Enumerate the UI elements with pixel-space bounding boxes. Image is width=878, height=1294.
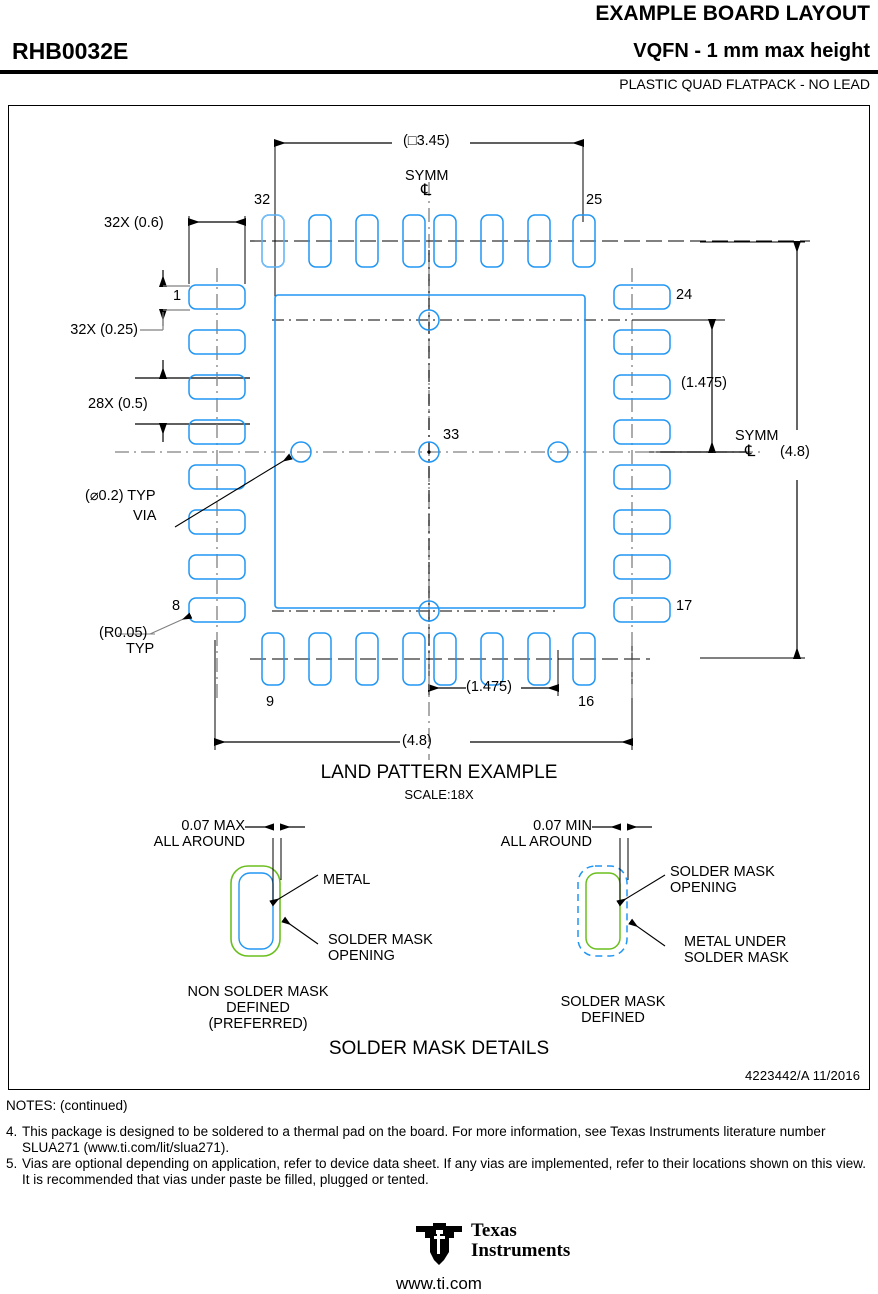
note-item: 5. Vias are optional depending on applic… [6, 1156, 872, 1188]
note-text: This package is designed to be soldered … [22, 1124, 826, 1155]
via-center-dot [427, 450, 431, 454]
ti-word-texas: Texas [471, 1220, 517, 1241]
page-title: EXAMPLE BOARD LAYOUT [595, 2, 870, 25]
dim-pad-length: 32X (0.6) [104, 215, 164, 231]
notes-section: NOTES: (continued) 4. This package is de… [6, 1098, 872, 1188]
package-title: VQFN - 1 mm max height [633, 40, 870, 62]
thermal-pad-33 [274, 294, 586, 609]
dim-overall-height: (4.8) [780, 444, 810, 460]
left-callout-solder-mask: SOLDER MASK [328, 932, 433, 948]
right-caption-line1: SOLDER MASK [560, 994, 666, 1010]
solder-mask-details-title: SOLDER MASK DETAILS [328, 1038, 550, 1059]
pin-label-9: 9 [266, 694, 275, 710]
right-clearance-allaround: ALL AROUND [500, 834, 592, 850]
non-solder-mask-defined-figure [230, 823, 319, 957]
pin-label-33: 33 [443, 427, 460, 443]
via-center-lines [272, 250, 700, 660]
pin-label-25: 25 [586, 192, 603, 208]
ti-texas-logo-icon [416, 1223, 462, 1265]
right-caption-line2: DEFINED [581, 1010, 645, 1026]
dim-via-spacing-vertical: (1.475) [681, 375, 727, 391]
dimension-lines [135, 138, 802, 747]
symm-top-label: SYMM [405, 168, 449, 184]
pin-label-8: 8 [172, 598, 181, 614]
dim-via-spacing-horizontal: (1.475) [466, 679, 512, 695]
ti-logo: Texas Instruments [413, 1221, 570, 1268]
left-callout-metal: METAL [323, 872, 371, 888]
right-callout-solder-mask: SOLDER MASK [670, 864, 775, 880]
header-divider [0, 70, 878, 74]
pin-label-17: 17 [676, 598, 693, 614]
pin-label-1: 1 [173, 288, 182, 304]
solder-mask-defined-figure [577, 823, 666, 957]
pin-label-24: 24 [676, 287, 693, 303]
note-number: 4. [6, 1124, 18, 1139]
pad-row-top [261, 214, 596, 268]
pin-label-32: 32 [254, 192, 271, 208]
part-number: RHB0032E [12, 38, 129, 64]
view-title: LAND PATTERN EXAMPLE [320, 762, 558, 783]
ti-word-instruments: Instruments [471, 1240, 571, 1261]
left-caption-line1: NON SOLDER MASK [187, 984, 329, 1000]
dim-via-diameter: (⌀0.2) TYP [85, 488, 156, 504]
left-clearance-allaround: ALL AROUND [153, 834, 245, 850]
view-scale: SCALE:18X [404, 787, 474, 802]
drawing-frame [8, 105, 870, 1090]
land-pattern-drawing [115, 138, 810, 760]
package-subtitle: PLASTIC QUAD FLATPACK - NO LEAD [619, 76, 870, 92]
left-caption-line3: (PREFERRED) [208, 1016, 308, 1032]
dim-pad-width: 32X (0.25) [70, 322, 138, 338]
leader-lines [149, 453, 293, 635]
right-callout-solder-mask-2: SOLDER MASK [684, 950, 789, 966]
right-callout-metal-under: METAL UNDER [684, 934, 787, 950]
dim-pitch: 28X (0.5) [88, 396, 148, 412]
via-holes [290, 309, 569, 622]
solder-mask-details-drawing [230, 823, 666, 957]
dim-corner-radius: (R0.05) [99, 625, 148, 641]
left-callout-opening: OPENING [328, 948, 395, 964]
notes-heading: NOTES: (continued) [6, 1098, 128, 1113]
note-text: Vias are optional depending on applicati… [22, 1156, 867, 1187]
right-clearance-value: 0.07 MIN [533, 818, 592, 834]
pad-column-left [188, 284, 246, 623]
dim-corner-radius-typ: TYP [126, 641, 155, 657]
symm-top-glyph: ℄ [421, 182, 432, 199]
pin-label-16: 16 [578, 694, 595, 710]
pad-row-center-lines [250, 240, 810, 660]
dim-overall-width: (4.8) [402, 733, 432, 749]
dim-pad-square: (□3.45) [403, 133, 450, 149]
note-item: 4. This package is designed to be solder… [6, 1124, 872, 1156]
note-number: 5. [6, 1156, 18, 1171]
symm-right-label: SYMM [735, 428, 779, 444]
pad-row-bottom [261, 632, 596, 686]
ti-wordmark: Texas Instruments [471, 1221, 570, 1261]
pad-column-right [613, 284, 671, 623]
left-clearance-value: 0.07 MAX [181, 818, 245, 834]
extension-lines [188, 143, 805, 750]
footer: Texas Instruments www.ti.com [0, 1221, 878, 1294]
right-callout-opening: OPENING [670, 880, 737, 896]
symm-right-glyph: ℄ [745, 443, 756, 460]
ti-website-url: www.ti.com [396, 1274, 482, 1293]
via-label: VIA [133, 508, 157, 524]
left-caption-line2: DEFINED [226, 1000, 290, 1016]
document-number: 4223442/A 11/2016 [745, 1068, 861, 1083]
